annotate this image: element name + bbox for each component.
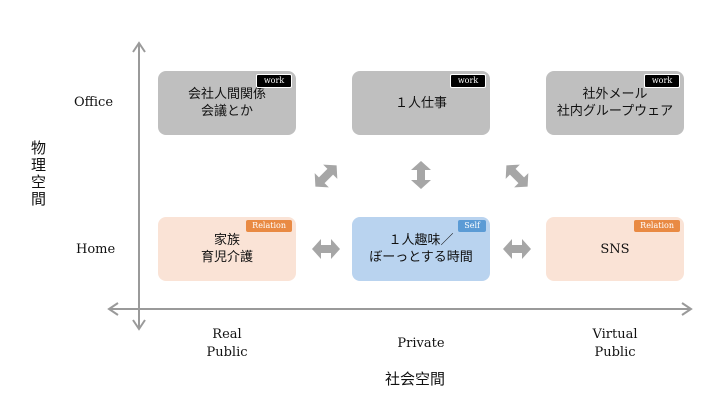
box-home-real: Relation 家族 育児介護 — [158, 217, 296, 281]
tag-self: Self — [458, 220, 486, 232]
box-text: 社外メール 社内グループウェア — [556, 87, 674, 119]
col-label-private: Private — [397, 336, 445, 351]
tag-work: work — [256, 74, 292, 88]
tag-relation: Relation — [246, 220, 292, 232]
row-label-office: Office — [74, 95, 114, 110]
box-text: 家族 育児介護 — [200, 233, 253, 265]
box-text: SNS — [600, 241, 630, 257]
x-axis-title: 社会空間 — [385, 370, 446, 388]
box-text: １人仕事 — [394, 95, 447, 111]
tag-work: work — [644, 74, 680, 88]
box-home-virtual: Relation SNS — [546, 217, 684, 281]
double-arrow-horizontal-right — [503, 239, 531, 259]
box-text: 会社人間関係 会議とか — [187, 87, 266, 119]
double-arrow-horizontal-left — [312, 239, 340, 259]
x-axis — [107, 302, 693, 316]
y-axis-title: 物理空間 — [29, 140, 47, 208]
y-axis — [132, 41, 146, 331]
double-arrow-diagonal-left — [314, 164, 338, 188]
double-arrow-diagonal-right — [505, 164, 529, 188]
double-arrow-vertical — [411, 161, 431, 189]
box-home-private: Self １人趣味／ ぼーっとする時間 — [352, 217, 490, 281]
tag-relation: Relation — [634, 220, 680, 232]
box-office-real: work 会社人間関係 会議とか — [158, 71, 296, 135]
col-label-real-public: Real Public — [206, 327, 248, 360]
box-office-private: work １人仕事 — [352, 71, 490, 135]
tag-work: work — [450, 74, 486, 88]
col-label-virtual-public: Virtual Public — [592, 327, 638, 360]
box-text: １人趣味／ ぼーっとする時間 — [369, 233, 473, 265]
box-office-virtual: work 社外メール 社内グループウェア — [546, 71, 684, 135]
row-label-home: Home — [76, 242, 116, 257]
